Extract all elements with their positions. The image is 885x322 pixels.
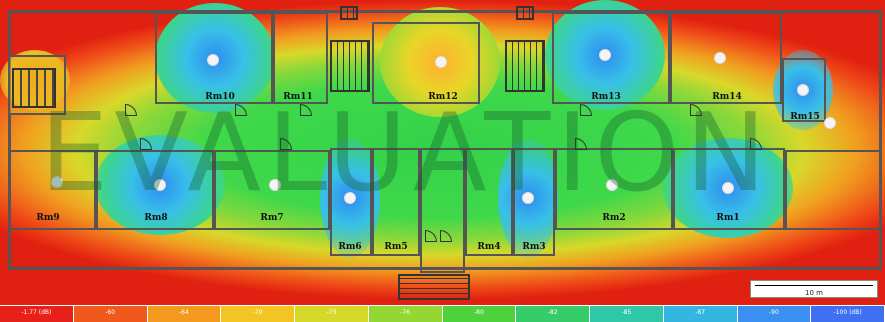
legend-label: -70 bbox=[252, 309, 263, 316]
room-rm9 bbox=[8, 150, 96, 230]
legend-swatch: -60 bbox=[73, 306, 148, 322]
room-label: Rm15 bbox=[790, 112, 820, 122]
legend-label: -82 bbox=[547, 309, 558, 316]
legend-label: -80 bbox=[473, 309, 484, 316]
room-rm1 bbox=[673, 148, 785, 230]
legend-label: -90 bbox=[768, 309, 779, 316]
room-rm2 bbox=[555, 148, 673, 230]
legend-label: -76 bbox=[400, 309, 411, 316]
room-rm14 bbox=[670, 12, 782, 104]
room-label: Rm5 bbox=[384, 242, 408, 252]
access-point[interactable] bbox=[344, 192, 356, 204]
room-lobby bbox=[420, 148, 465, 273]
legend-label: -60 bbox=[105, 309, 116, 316]
room-label: Rm12 bbox=[428, 92, 458, 102]
room-east bbox=[785, 150, 882, 230]
legend-swatch: -64 bbox=[147, 306, 222, 322]
legend-label: -1.77 (dB) bbox=[21, 309, 52, 316]
access-point[interactable] bbox=[51, 176, 63, 188]
room-rm12 bbox=[372, 22, 480, 104]
room-rm10 bbox=[155, 12, 273, 104]
access-point[interactable] bbox=[207, 54, 219, 66]
legend-label: -87 bbox=[695, 309, 706, 316]
room-label: Rm14 bbox=[712, 92, 742, 102]
legend-swatch: -90 bbox=[737, 306, 812, 322]
stairwell bbox=[398, 274, 470, 300]
stairwell bbox=[330, 40, 370, 92]
room-label: Rm2 bbox=[602, 213, 626, 223]
room-label: Rm10 bbox=[205, 92, 235, 102]
room-rm8 bbox=[96, 150, 214, 230]
legend-swatch: -82 bbox=[516, 306, 590, 322]
legend-swatch: -85 bbox=[590, 306, 664, 322]
room-label: Rm8 bbox=[144, 213, 168, 223]
scale-line bbox=[755, 285, 873, 286]
building-outline bbox=[8, 10, 882, 270]
room-label: Rm9 bbox=[36, 213, 60, 223]
room-label: Rm1 bbox=[716, 213, 740, 223]
room-rm4 bbox=[465, 148, 513, 256]
legend-swatch: -100 (dB) bbox=[811, 306, 885, 322]
room-rm5 bbox=[372, 148, 420, 256]
access-point[interactable] bbox=[824, 117, 836, 129]
scale-bar: 10 m bbox=[750, 280, 878, 298]
room-label: Rm11 bbox=[283, 92, 313, 102]
legend-label: -64 bbox=[178, 309, 189, 316]
evaluation-watermark: EVALUATION bbox=[40, 91, 773, 216]
access-point[interactable] bbox=[599, 49, 611, 61]
access-point[interactable] bbox=[154, 179, 166, 191]
stairwell bbox=[12, 68, 56, 108]
room-label: Rm13 bbox=[591, 92, 621, 102]
room-rm13 bbox=[552, 12, 670, 104]
stairwell bbox=[505, 40, 545, 92]
access-point[interactable] bbox=[522, 192, 534, 204]
room-rm3 bbox=[513, 148, 555, 256]
room-label: Rm7 bbox=[260, 213, 284, 223]
legend-swatch: -1.77 (dB) bbox=[0, 306, 74, 322]
access-point[interactable] bbox=[606, 179, 618, 191]
room-label: Rm6 bbox=[338, 242, 362, 252]
room-label: Rm4 bbox=[477, 242, 501, 252]
legend-label: -100 (dB) bbox=[833, 309, 862, 316]
heatmap-floor-plan: Rm10 Rm11 Rm12 Rm13 Rm14 Rm15 Rm9 Rm8 Rm… bbox=[0, 0, 885, 305]
legend-swatch: -70 bbox=[221, 306, 295, 322]
access-point[interactable] bbox=[722, 182, 734, 194]
room-rm11 bbox=[273, 12, 328, 104]
room-rm15 bbox=[782, 58, 826, 122]
legend-swatch: -80 bbox=[442, 306, 517, 322]
legend-swatch: -76 bbox=[368, 306, 443, 322]
room-rm6 bbox=[330, 148, 372, 256]
legend-label: -85 bbox=[621, 309, 632, 316]
access-point[interactable] bbox=[797, 84, 809, 96]
scale-label: 10 m bbox=[805, 289, 823, 297]
legend-swatch: -73 bbox=[295, 306, 369, 322]
access-point[interactable] bbox=[269, 179, 281, 191]
entry-stair bbox=[516, 6, 534, 20]
legend-swatch: -87 bbox=[663, 306, 738, 322]
signal-legend: -1.77 (dB) -60 -64 -70 -73 -76 -80 -82 -85 -87 -90… bbox=[0, 306, 885, 322]
room-label: Rm3 bbox=[522, 242, 546, 252]
entry-stair bbox=[340, 6, 358, 20]
legend-label: -73 bbox=[326, 309, 337, 316]
access-point[interactable] bbox=[435, 56, 447, 68]
room-rm7 bbox=[214, 150, 330, 230]
access-point[interactable] bbox=[714, 52, 726, 64]
